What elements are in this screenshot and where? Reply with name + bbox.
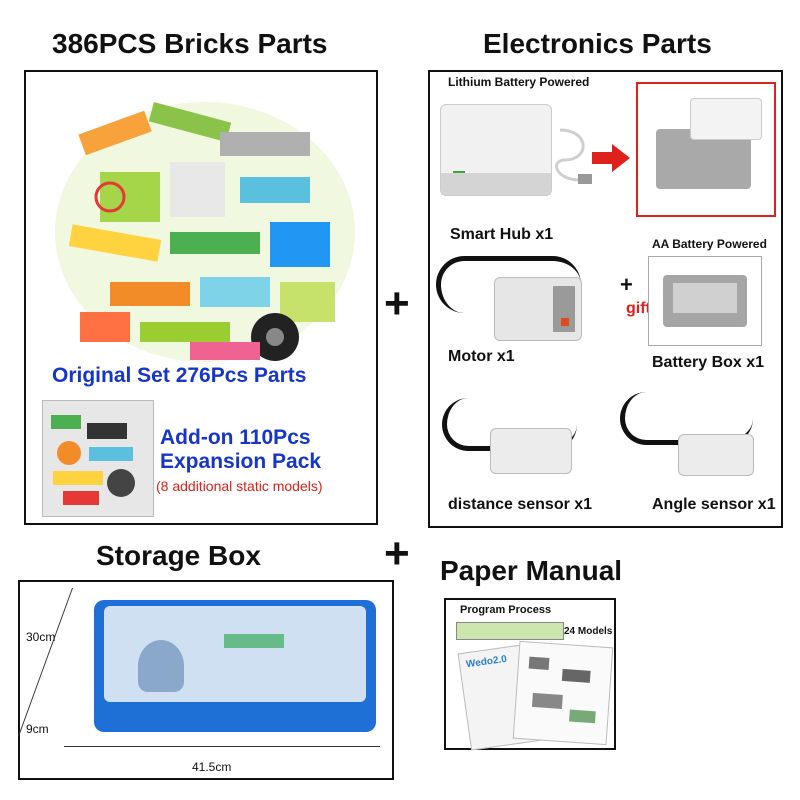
usb-cable-image <box>555 128 592 184</box>
depth-label: 9cm <box>26 722 49 736</box>
arrow-right-icon <box>592 144 630 172</box>
bricks-panel: Original Set 276Pcs Parts Add-on 110Pcs … <box>24 70 378 525</box>
smart-hub-image <box>440 104 552 196</box>
models-label: 24 Models <box>564 626 613 637</box>
width-dimension-line <box>64 746 380 747</box>
motor-cable-image <box>436 256 581 313</box>
electronics-title: Electronics Parts <box>483 28 712 59</box>
height-dimension-line <box>18 588 73 736</box>
aa-battery-label: AA Battery Powered <box>652 237 767 251</box>
gift-plus: + <box>620 272 633 297</box>
battery-box-image <box>648 256 762 346</box>
distance-sensor-label: distance sensor x1 <box>448 496 593 513</box>
addon-label-line1: Add-on 110Pcs <box>160 426 311 449</box>
electronics-panel: Lithium Battery Powered Smart Hub x1 AA … <box>428 70 783 528</box>
smart-hub-label: Smart Hub x1 <box>450 226 554 243</box>
manual-title: Paper Manual <box>440 555 623 586</box>
manual-panel: Program Process 24 Models Wedo2.0 <box>444 598 616 751</box>
angle-sensor-label: Angle sensor x1 <box>652 496 776 513</box>
motor-image <box>494 277 582 341</box>
distance-sensor-image <box>490 428 572 474</box>
addon-note: (8 additional static models) <box>156 478 323 494</box>
storage-title: Storage Box <box>96 540 261 571</box>
manual-page-2 <box>512 640 614 746</box>
storage-panel: 30cm 9cm 41.5cm <box>18 580 394 780</box>
height-label: 30cm <box>26 630 56 644</box>
manual-cover-title: Wedo2.0 <box>465 653 508 671</box>
storage-box-image <box>94 600 376 732</box>
plus-sign-bottom: + <box>384 529 410 578</box>
program-strip-image <box>456 622 564 640</box>
opened-hub-image <box>636 82 776 217</box>
bricks-title: 386PCS Bricks Parts <box>52 28 328 59</box>
motor-label: Motor x1 <box>448 348 515 365</box>
lithium-battery-label: Lithium Battery Powered <box>448 75 590 89</box>
addon-label-line2: Expansion Pack <box>160 450 322 473</box>
brick-pile-image <box>55 101 355 362</box>
battery-box-label: Battery Box x1 <box>652 354 765 371</box>
expansion-pack-image <box>42 400 154 517</box>
width-label: 41.5cm <box>192 760 232 774</box>
original-set-label: Original Set 276Pcs Parts <box>52 364 307 387</box>
gift-label: gift <box>626 300 651 317</box>
angle-sensor-image <box>678 434 754 476</box>
plus-sign-top: + <box>384 279 410 328</box>
program-process-label: Program Process <box>460 604 552 616</box>
